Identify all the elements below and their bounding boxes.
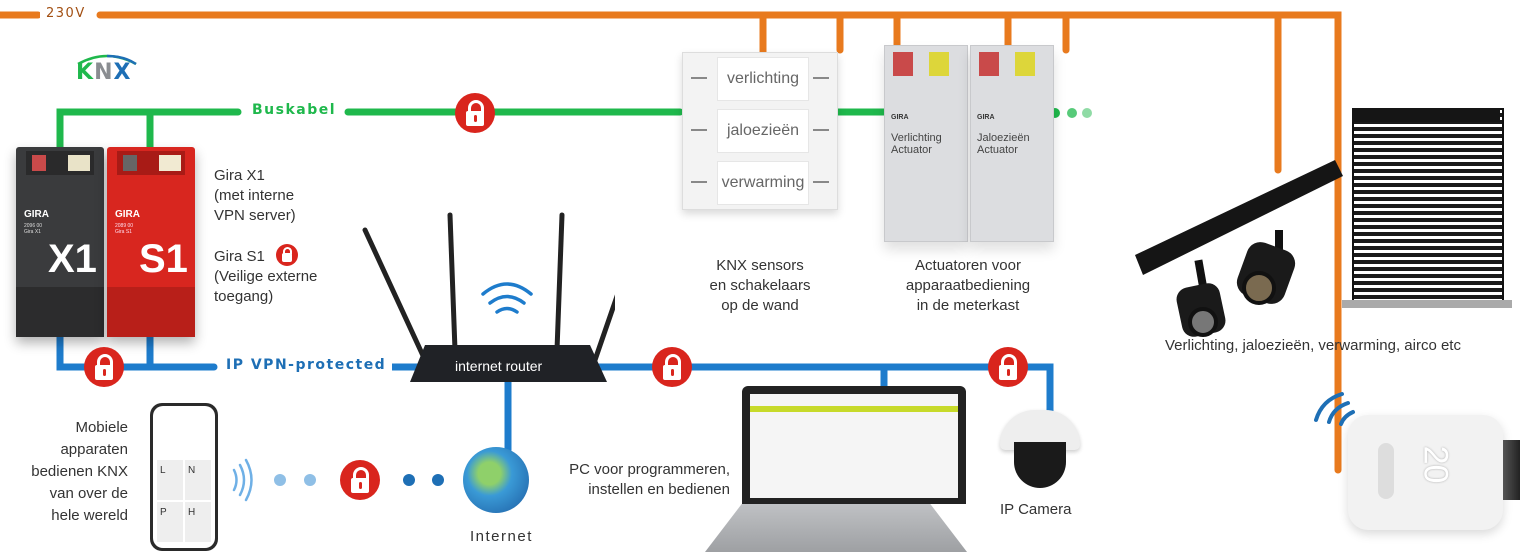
- smart-thermostat: 20: [1348, 415, 1503, 530]
- mobile-phone: L N P H: [150, 403, 218, 551]
- thermostat-valve: [1503, 440, 1520, 500]
- x1-desc-line: (met interne: [214, 187, 295, 204]
- pc-caption: PC voor programmeren, instellen en bedie…: [560, 460, 730, 500]
- phone-tile: H: [188, 507, 196, 518]
- laptop: [742, 386, 966, 504]
- caption-line: hele wereld: [51, 507, 128, 524]
- caption-line: KNX sensors: [716, 257, 804, 274]
- x1-desc-line: Gira X1: [214, 167, 265, 184]
- actuator-brand: GIRA: [891, 114, 909, 121]
- actuator-title: Actuator: [891, 144, 932, 156]
- s1-big-label: S1: [139, 237, 188, 281]
- s1-desc-line: (Veilige externe: [214, 268, 318, 285]
- knx-wall-switch: verlichting jaloezieën verwarming: [682, 52, 838, 210]
- router-label: internet router: [455, 358, 543, 374]
- bus-continuation-dots: [1050, 108, 1092, 118]
- switch-button-heating: verwarming: [717, 161, 809, 205]
- ip-camera: [1000, 410, 1080, 490]
- caption-line: op de wand: [721, 297, 799, 314]
- switch-button-blinds: jaloezieën: [717, 109, 809, 153]
- laptop-screen: [750, 394, 958, 498]
- actuator-caption: Actuatoren voor apparaatbediening in de …: [880, 256, 1056, 316]
- ip-lock-icon: [84, 347, 124, 387]
- knx-logo-x: X: [113, 60, 132, 85]
- actuator-brand: GIRA: [977, 114, 995, 121]
- bus-lock-icon: [455, 93, 495, 133]
- gira-x1-device: GIRA 2096 00 Gira X1 X1: [16, 147, 104, 337]
- s1-desc-line: Gira S1: [214, 248, 265, 265]
- s1-description: Gira S1 (Veilige externe toegang): [214, 247, 317, 307]
- actuator-title: Jaloezieën: [977, 132, 1030, 144]
- appliances-caption: Verlichting, jaloezieën, verwarming, air…: [1165, 337, 1461, 354]
- power-label: 230V: [40, 6, 92, 21]
- window-sill: [1342, 300, 1512, 308]
- caption-line: bedienen KNX: [31, 463, 128, 480]
- knx-logo-n: N: [94, 60, 114, 85]
- caption-line: apparaten: [60, 441, 128, 458]
- power-line: [0, 11, 1342, 474]
- switch-button-lighting: verlichting: [717, 57, 809, 101]
- laptop-base: [705, 504, 967, 552]
- internet-router: [362, 212, 615, 382]
- phone-tile: P: [160, 507, 167, 518]
- mobile-caption: Mobiele apparaten bedienen KNX van over …: [10, 417, 128, 527]
- caption-line: PC voor programmeren,: [569, 461, 730, 478]
- phone-signal-icon: [232, 458, 253, 502]
- x1-model-name: Gira X1: [24, 229, 41, 235]
- actuator-title: Verlichting: [891, 132, 942, 144]
- x1-model-code: 2096 00: [24, 223, 43, 229]
- bus-label: Buskabel: [246, 102, 343, 118]
- s1-model-code: 2089 00: [115, 223, 134, 229]
- switch-caption: KNX sensors en schakelaars op de wand: [680, 256, 840, 316]
- phone-screen: L N P H: [153, 406, 215, 548]
- thermostat-wifi-icon: [1314, 392, 1355, 426]
- caption-line: in de meterkast: [916, 297, 1020, 314]
- caption-line: Mobiele: [75, 419, 128, 436]
- camera-lock-icon: [988, 347, 1028, 387]
- mobile-connection-dots: [274, 474, 444, 486]
- caption-line: van over de: [49, 485, 128, 502]
- track-light: [1135, 160, 1343, 337]
- s1-model-name: Gira S1: [115, 229, 132, 235]
- actuator-title: Actuator: [977, 144, 1018, 156]
- ip-label: IP VPN-protected: [220, 357, 393, 373]
- knx-logo-arc: [77, 54, 137, 66]
- caption-line: instellen en bedienen: [588, 481, 730, 498]
- caption-line: Actuatoren voor: [915, 257, 1021, 274]
- s1-brand: GIRA: [115, 209, 140, 220]
- actuator-blinds: GIRA Jaloezieën Actuator: [970, 45, 1054, 242]
- phone-tile: N: [188, 465, 196, 476]
- knx-logo: KNX: [74, 52, 140, 86]
- window-blinds: [1352, 108, 1504, 302]
- caption-line: en schakelaars: [709, 277, 811, 294]
- ip-lock-icon: [652, 347, 692, 387]
- actuator-lighting: GIRA Verlichting Actuator: [884, 45, 968, 242]
- mobile-lock-icon: [340, 460, 380, 500]
- x1-description: Gira X1 (met interne VPN server): [214, 166, 296, 226]
- x1-brand: GIRA: [24, 209, 49, 220]
- caption-line: apparaatbediening: [905, 277, 1031, 294]
- s1-desc-line: toegang): [214, 288, 274, 305]
- internet-label: Internet: [470, 528, 533, 545]
- phone-tile: L: [160, 465, 166, 476]
- x1-desc-line: VPN server): [214, 207, 296, 224]
- internet-globe-icon: [463, 447, 529, 513]
- wifi-icon: [481, 282, 533, 314]
- x1-big-label: X1: [48, 237, 97, 281]
- knx-logo-k: K: [76, 60, 95, 85]
- lock-icon: [276, 244, 298, 266]
- thermostat-display: 20: [1416, 445, 1455, 484]
- gira-s1-device: GIRA 2089 00 Gira S1 S1: [107, 147, 195, 337]
- camera-caption: IP Camera: [1000, 501, 1072, 518]
